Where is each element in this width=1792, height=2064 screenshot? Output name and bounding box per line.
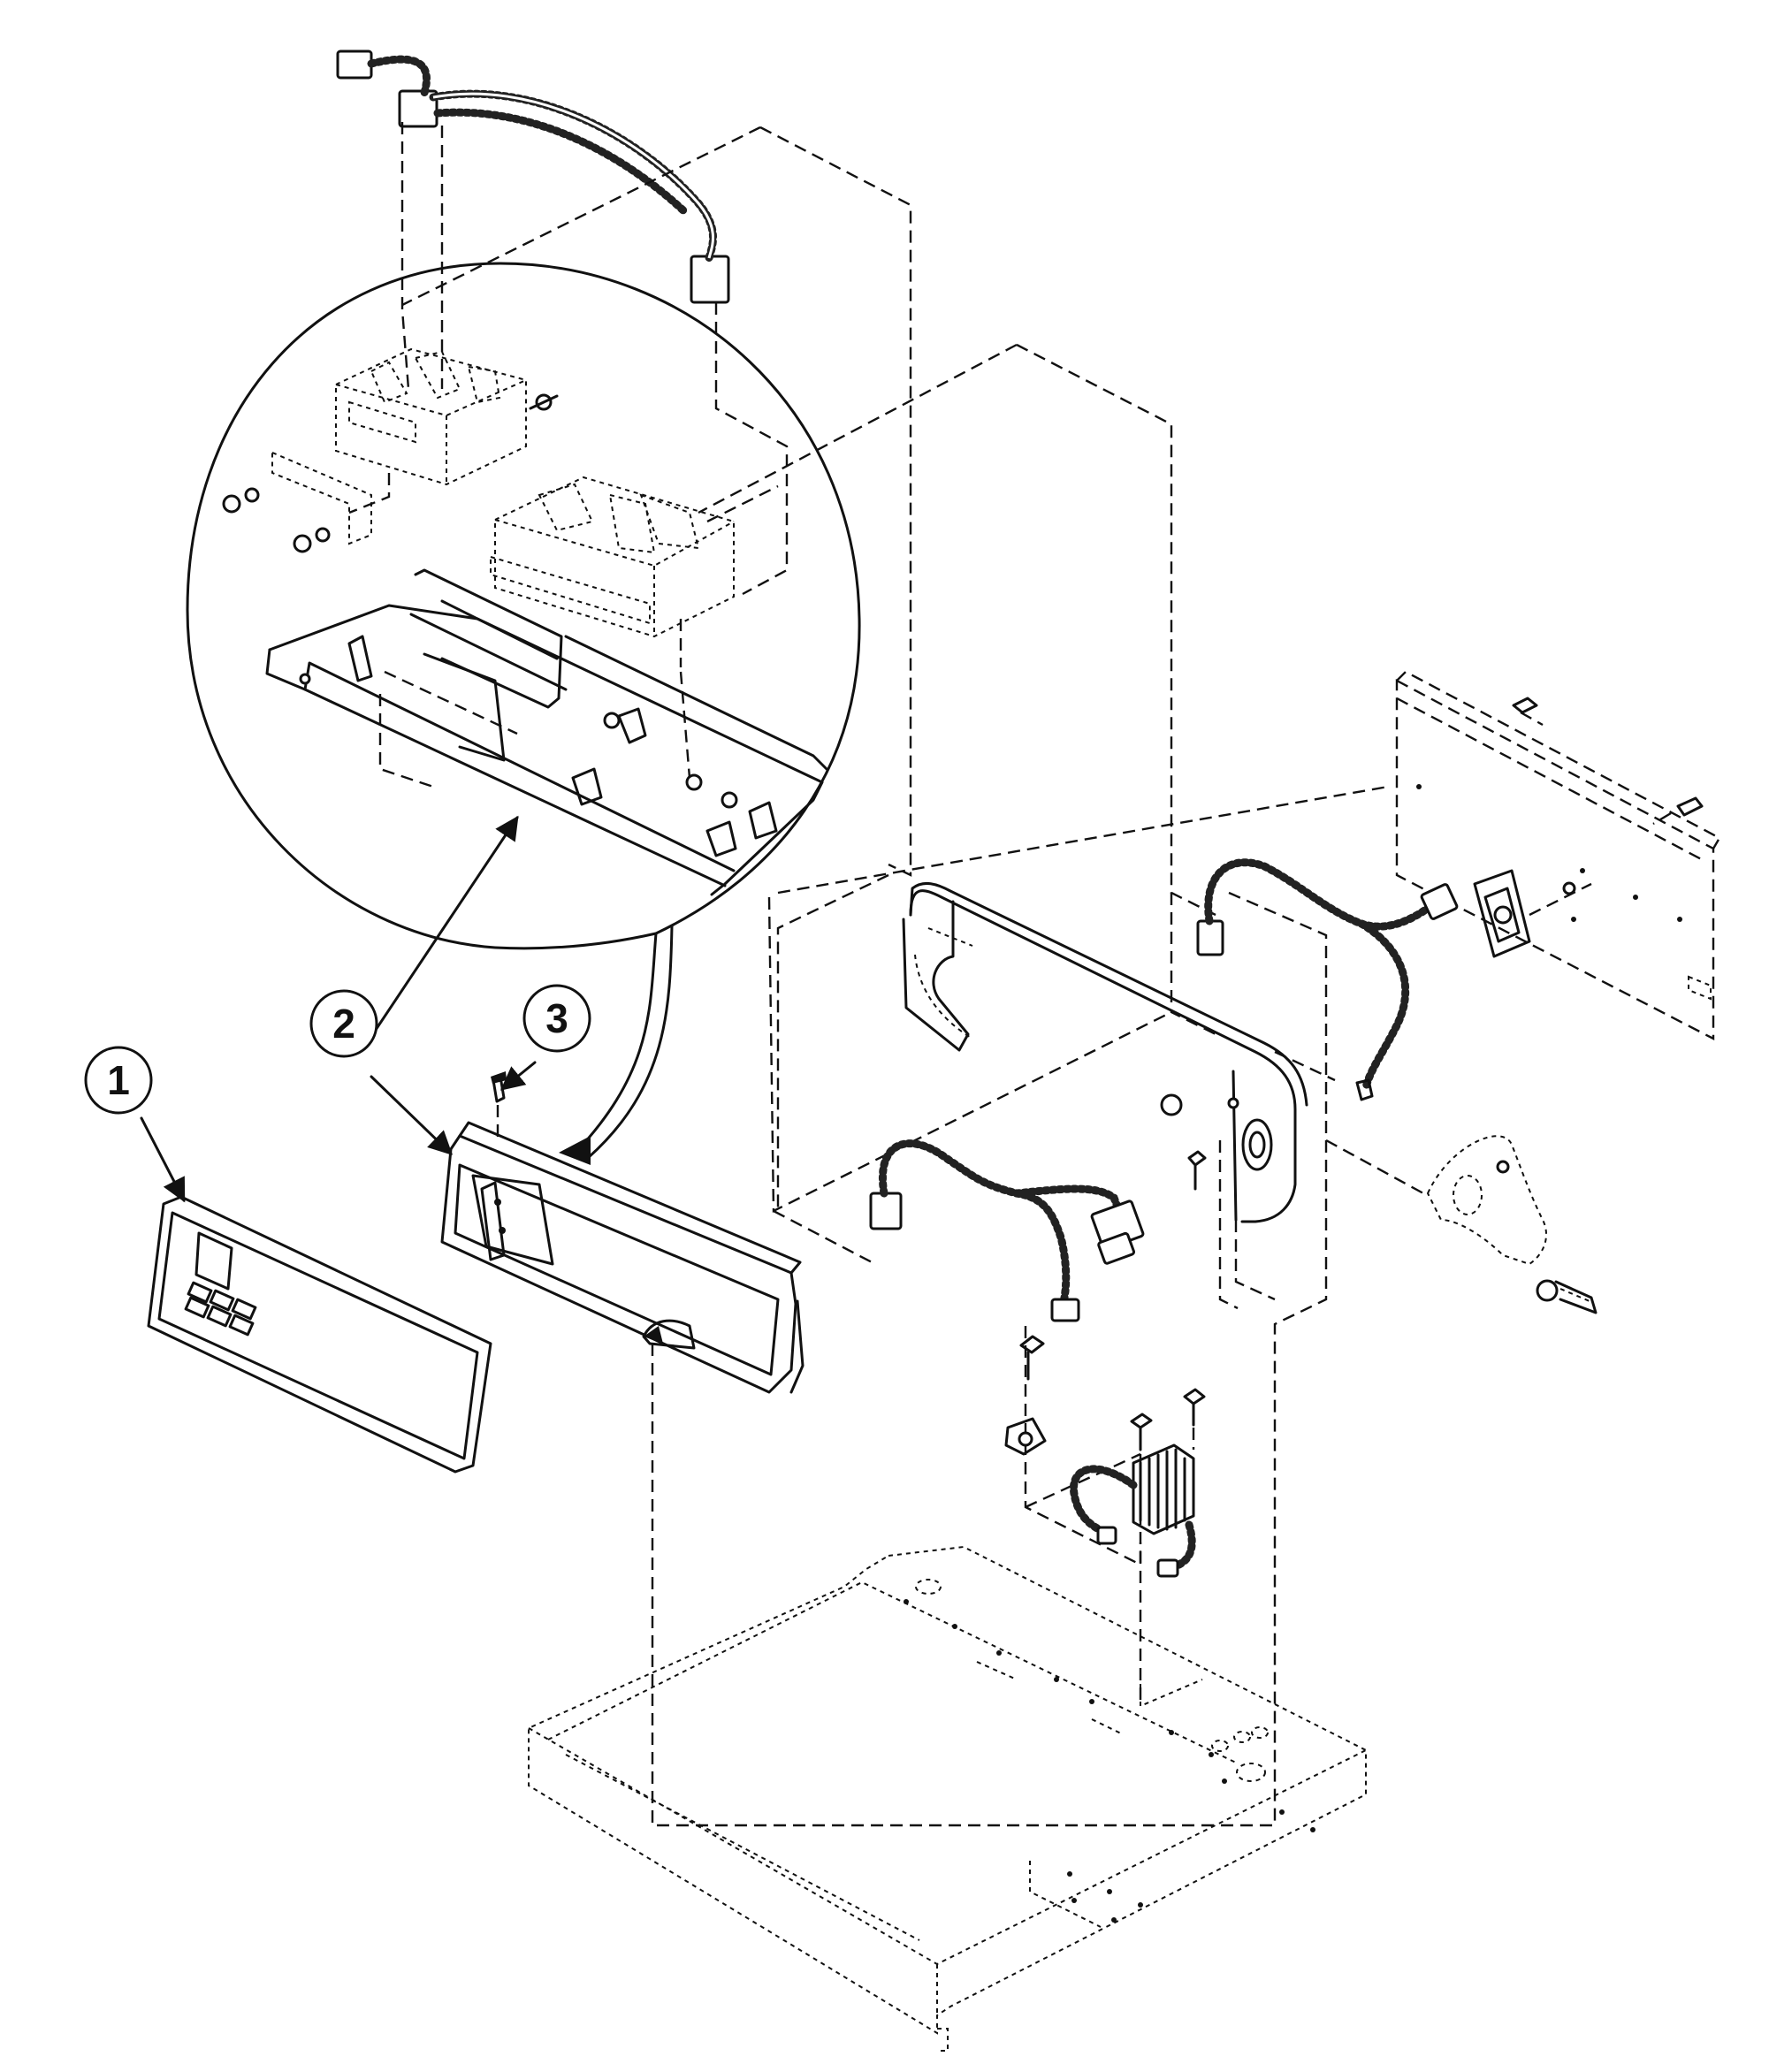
callout-2-leader-lower bbox=[370, 1075, 453, 1155]
callout-2-label: 2 bbox=[332, 1001, 355, 1047]
control-board-icon bbox=[490, 476, 779, 667]
bracket-icon bbox=[222, 451, 391, 553]
frame-bracket bbox=[902, 881, 1308, 1310]
callout-3-label: 3 bbox=[545, 995, 568, 1041]
detail-magnifier bbox=[186, 122, 861, 1165]
base-plate bbox=[528, 1545, 1367, 2052]
callout-2: 2 bbox=[309, 989, 378, 1058]
part-3-screw bbox=[491, 1071, 507, 1140]
right-rear-panel bbox=[1395, 670, 1721, 1040]
wire-harness-icon bbox=[869, 1139, 1145, 1322]
part-1-overlay bbox=[147, 1195, 492, 1474]
callout-3: 3 bbox=[522, 984, 591, 1053]
heat-sink-module bbox=[1004, 1417, 1196, 1578]
callout-2-leader-upper bbox=[365, 815, 519, 1045]
console-inset bbox=[265, 568, 828, 896]
callout-1-leader bbox=[140, 1116, 186, 1203]
callout-1-label: 1 bbox=[107, 1057, 130, 1103]
control-board-icon bbox=[335, 122, 559, 486]
lower-dashed-panel bbox=[776, 785, 1389, 1825]
bracket-icon bbox=[1325, 1135, 1598, 1314]
upper-dashed-panel bbox=[401, 126, 912, 877]
part-2-console bbox=[440, 1121, 1275, 1827]
top-wire-harness bbox=[336, 50, 730, 304]
callout-1: 1 bbox=[84, 1046, 153, 1115]
callout-3-leader bbox=[499, 1061, 537, 1091]
middle-dashed-panel bbox=[698, 343, 1216, 1266]
wire-harness-icon bbox=[1196, 858, 1459, 1101]
